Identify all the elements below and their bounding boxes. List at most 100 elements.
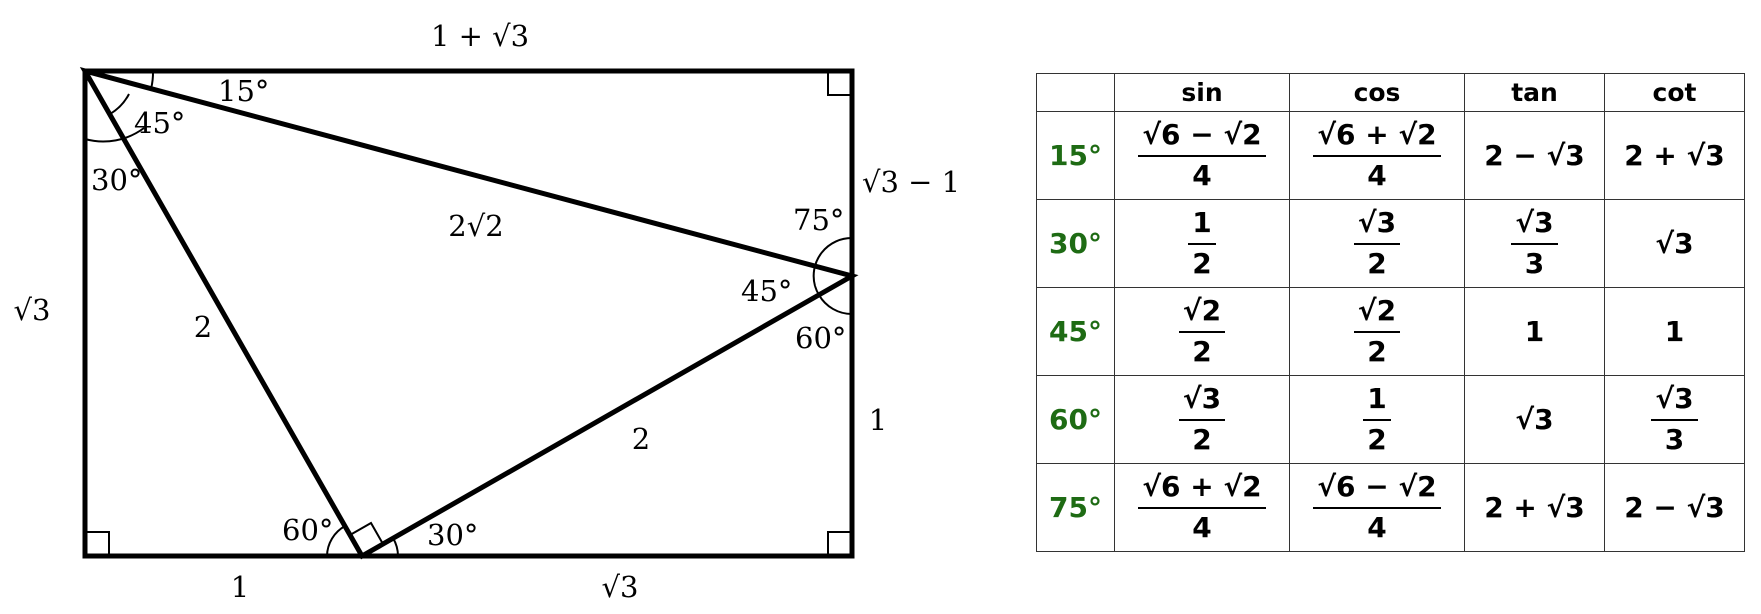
cot-value: 2 + √3 xyxy=(1624,139,1725,172)
arc-top-left-15 xyxy=(150,70,155,90)
tan-value: 1 xyxy=(1524,315,1545,348)
tan-value: √3 xyxy=(1515,403,1554,436)
angle-cell: 15° xyxy=(1036,111,1115,200)
right-angle-markers xyxy=(85,71,852,556)
cot-value: √3 xyxy=(1655,227,1694,260)
tan-denominator: 3 xyxy=(1524,246,1545,280)
sin-denominator: 2 xyxy=(1192,334,1212,368)
angle-cell: 60° xyxy=(1036,375,1115,464)
header-sin: sin xyxy=(1114,73,1290,112)
header-cot: cot xyxy=(1604,73,1745,112)
label-angle-top-left-15: 15° xyxy=(218,74,269,108)
sin-numerator: √6 + √2 xyxy=(1138,471,1266,509)
cos-numerator: √2 xyxy=(1353,295,1401,333)
label-angle-right-45: 45° xyxy=(741,274,792,308)
cos-numerator: √6 − √2 xyxy=(1313,471,1441,509)
cos-denominator: 2 xyxy=(1367,334,1387,368)
label-diagonal-right: 2 xyxy=(632,422,650,456)
tan-cell: √3 xyxy=(1464,375,1605,464)
label-right-upper-side: √3 − 1 xyxy=(862,165,960,199)
label-top-side: 1 + √3 xyxy=(431,19,529,53)
sin-numerator: 1 xyxy=(1188,207,1216,245)
tan-cell: 1 xyxy=(1464,287,1605,376)
cos-denominator: 2 xyxy=(1367,422,1387,456)
label-angle-top-left-30: 30° xyxy=(91,163,142,197)
label-angle-bottom-30: 30° xyxy=(427,518,478,552)
arc-top-left-45 xyxy=(109,93,130,115)
cos-numerator: √3 xyxy=(1353,207,1401,245)
outer-rectangle xyxy=(82,68,855,559)
table-header-row: sin cos tan cot xyxy=(1036,73,1745,112)
label-angle-right-60: 60° xyxy=(795,321,846,355)
sin-numerator: √3 xyxy=(1178,383,1226,421)
right-angle-marker-top-right xyxy=(827,71,852,96)
header-tan: tan xyxy=(1464,73,1605,112)
sin-denominator: 2 xyxy=(1192,246,1212,280)
cot-value: 2 − √3 xyxy=(1624,491,1725,524)
sin-denominator: 2 xyxy=(1192,422,1212,456)
label-diagonal-top: 2√2 xyxy=(448,209,503,243)
cos-denominator: 2 xyxy=(1367,246,1387,280)
tan-numerator: √3 xyxy=(1511,207,1558,245)
arc-bottom-60 xyxy=(326,525,346,557)
cot-value: 1 xyxy=(1664,315,1685,348)
label-angle-right-75: 75° xyxy=(793,203,844,237)
triangle-rectangle-diagram: 1 + √3 √3 − 1 √3 1 1 √3 2√2 2 2 15° 45° … xyxy=(14,19,961,604)
label-bottom-right-side: √3 xyxy=(602,570,639,604)
angle-cell: 75° xyxy=(1036,463,1115,552)
label-angle-bottom-60: 60° xyxy=(282,513,333,547)
cot-numerator: √3 xyxy=(1651,383,1698,421)
arc-right-75 xyxy=(812,236,853,287)
right-angle-marker-bottom-left xyxy=(85,531,110,556)
tan-value: 2 + √3 xyxy=(1484,491,1585,524)
inner-triangle xyxy=(79,67,859,560)
angle-cell: 30° xyxy=(1036,199,1115,288)
label-bottom-left-side: 1 xyxy=(231,570,249,604)
tan-cell: 2 − √3 xyxy=(1464,111,1605,200)
angle-arcs xyxy=(84,70,853,557)
sin-denominator: 4 xyxy=(1192,510,1212,544)
header-cos: cos xyxy=(1289,73,1465,112)
sin-denominator: 4 xyxy=(1192,158,1212,192)
cos-numerator: 1 xyxy=(1363,383,1391,421)
cot-cell: 1 xyxy=(1604,287,1745,376)
tan-cell: 2 + √3 xyxy=(1464,463,1605,552)
label-angle-top-left-45: 45° xyxy=(134,106,185,140)
header-angle xyxy=(1036,73,1115,112)
tan-value: 2 − √3 xyxy=(1484,139,1585,172)
sin-numerator: √6 − √2 xyxy=(1138,119,1266,157)
cos-denominator: 4 xyxy=(1367,158,1387,192)
right-angle-marker-bottom-right xyxy=(827,531,852,556)
angle-cell: 45° xyxy=(1036,287,1115,376)
label-diagonal-left: 2 xyxy=(194,310,212,344)
cot-cell: √3 xyxy=(1604,199,1745,288)
cos-numerator: √6 + √2 xyxy=(1313,119,1441,157)
